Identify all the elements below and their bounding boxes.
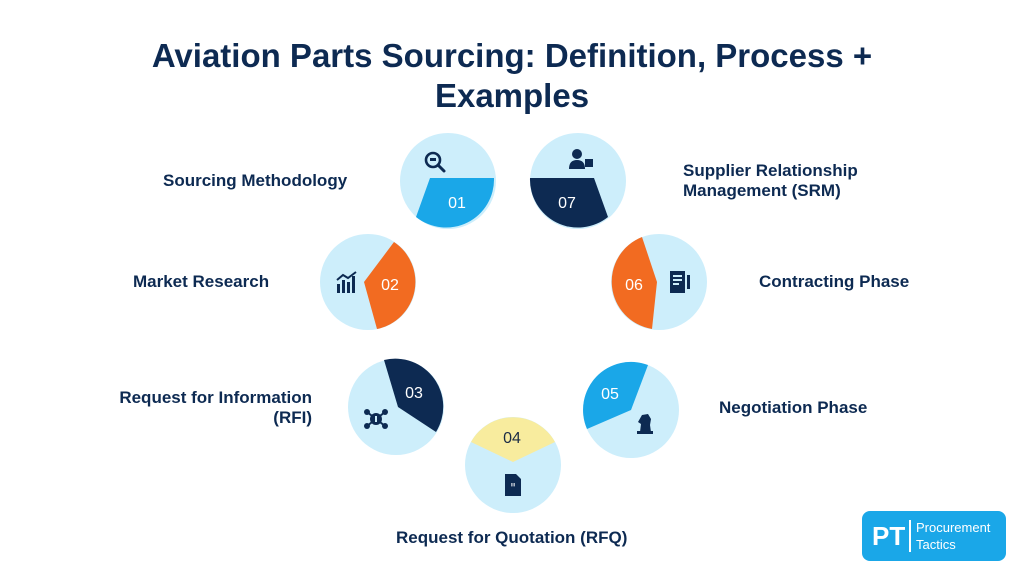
step-label-contracting: Contracting Phase bbox=[759, 272, 910, 291]
step-circle-02: 02 bbox=[318, 232, 418, 332]
step-circle-05: 05 bbox=[581, 360, 681, 460]
step-number: 05 bbox=[601, 386, 619, 403]
logo-initials: PT bbox=[872, 521, 906, 551]
logo-name: Procurement Tactics bbox=[916, 520, 991, 552]
bar-chart-icon bbox=[336, 271, 357, 293]
page-title: Aviation Parts Sourcing: Definition, Pro… bbox=[151, 37, 873, 114]
svg-text:": " bbox=[510, 481, 516, 495]
step-circle-03: 03 bbox=[346, 357, 446, 457]
procurement-tactics-logo: PT Procurement Tactics bbox=[862, 511, 1006, 561]
step-label-market-research: Market Research bbox=[133, 272, 270, 291]
supplier-person-icon bbox=[569, 149, 593, 169]
step-circle-01: 01 bbox=[398, 131, 498, 231]
quote-document-icon: " bbox=[505, 474, 521, 496]
chess-knight-icon bbox=[637, 414, 653, 434]
step-number: 01 bbox=[448, 195, 466, 212]
step-number: 03 bbox=[405, 385, 423, 402]
step-circle-06: 06 bbox=[609, 232, 709, 332]
step-number: 06 bbox=[625, 277, 643, 294]
step-label-sourcing-methodology: Sourcing Methodology bbox=[163, 171, 348, 190]
step-number: 02 bbox=[381, 277, 399, 294]
contract-document-icon bbox=[670, 271, 690, 293]
step-label-rfq: Request for Quotation (RFQ) bbox=[396, 528, 628, 547]
logo-divider bbox=[909, 520, 911, 552]
step-label-negotiation: Negotiation Phase bbox=[719, 398, 868, 417]
step-number: 07 bbox=[558, 195, 576, 212]
magnifier-cart-icon bbox=[424, 151, 446, 173]
network-info-icon bbox=[364, 409, 388, 429]
step-label-srm: Supplier Relationship Management (SRM) bbox=[683, 161, 858, 200]
step-circle-07: 07 bbox=[528, 131, 628, 231]
step-label-rfi: Request for Information (RFI) bbox=[119, 388, 312, 427]
step-circle-04: 04 " bbox=[463, 415, 563, 515]
step-number: 04 bbox=[503, 430, 521, 447]
